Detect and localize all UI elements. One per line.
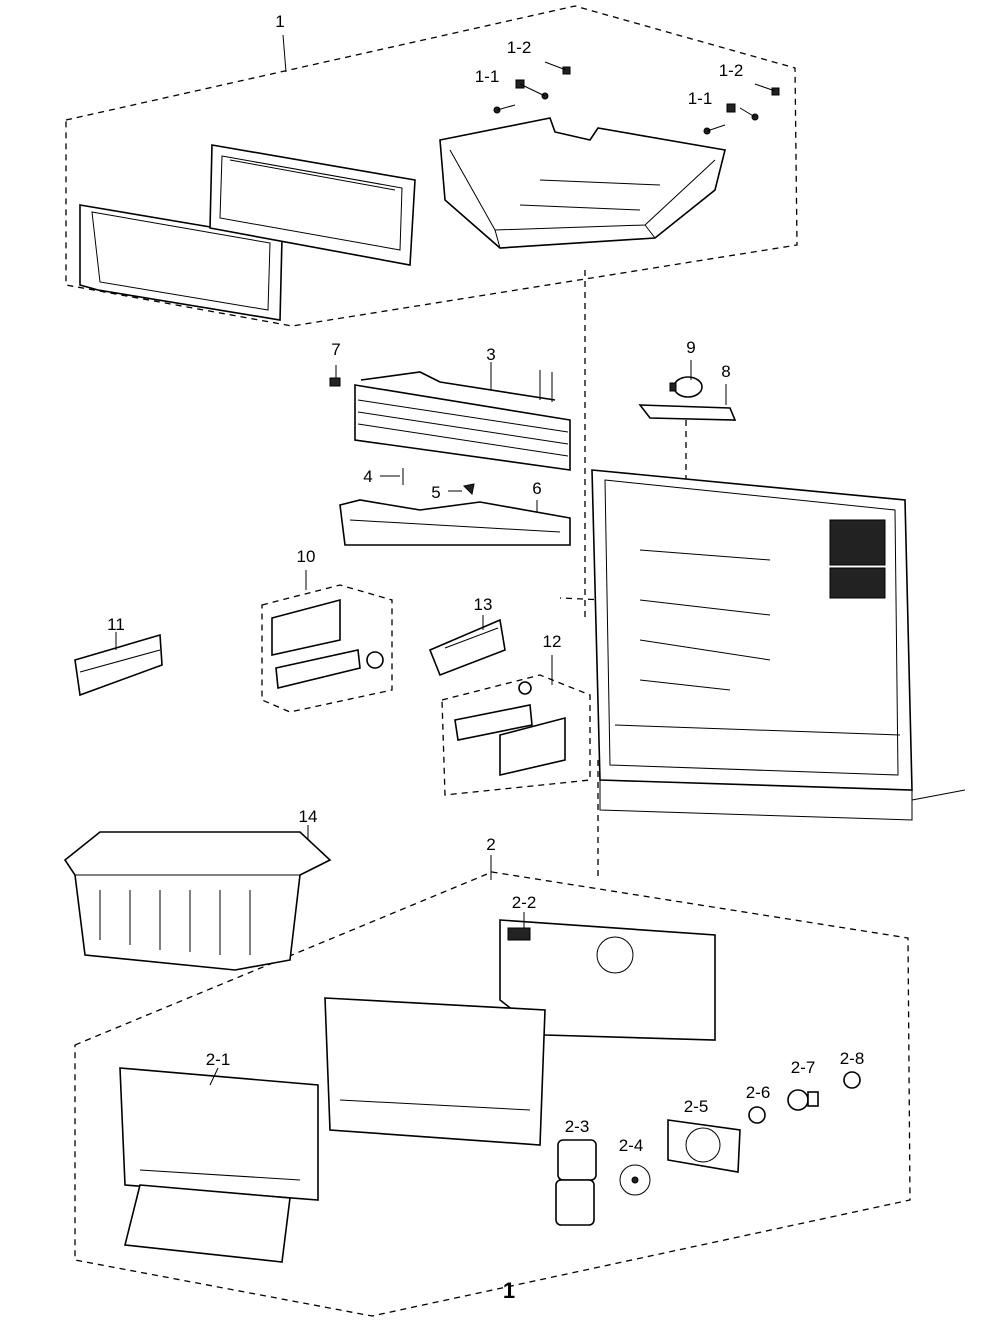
label-12: 12 [543,632,562,651]
control-part-12 [454,681,566,777]
drawer-cover-part [79,204,283,321]
evaporator-part [354,370,571,471]
label-1-top: 1 [275,12,284,31]
label-7: 7 [331,340,340,359]
dashed-connector [559,270,687,880]
fan-blade-part-2-4 [619,1164,651,1196]
label-3: 3 [486,345,495,364]
freezer-basket-part-14 [63,831,332,971]
group-10-boundary [261,584,393,713]
control-part-13 [428,618,506,677]
label-1-1-right: 1-1 [688,89,713,108]
label-9: 9 [686,338,695,357]
sensor-part-7 [329,365,341,387]
label-11: 11 [107,615,125,634]
group-1-boundary [65,5,798,327]
label-2-2: 2-2 [512,893,537,912]
label-14: 14 [299,807,318,826]
label-2-1: 2-1 [206,1050,231,1069]
leader-lines [115,34,727,1086]
damper-part-2-7 [787,1089,819,1111]
label-2-3: 2-3 [565,1117,590,1136]
motor-part-2-3 [555,1139,597,1226]
label-6: 6 [532,479,541,498]
grommet-part-2-8 [843,1071,861,1089]
drawer-rollers-part [493,61,780,135]
fan-frame-part-2-5 [667,1119,741,1173]
control-panel-part-10 [271,598,384,689]
evaporator-cover-part-6 [339,499,571,546]
label-5: 5 [431,483,440,502]
label-1-bottom: 1 [503,1278,515,1303]
label-1-2-left: 1-2 [507,38,532,57]
screw-part-5 [462,483,475,496]
label-8: 8 [721,362,730,381]
rail-part-11 [74,633,163,697]
refrigerator-cabinet [591,469,966,821]
label-2-4: 2-4 [619,1136,644,1155]
label-1-2-right: 1-2 [719,61,744,80]
label-2-7: 2-7 [791,1058,816,1077]
label-2: 2 [486,835,495,854]
fan-shroud-part-2-2 [499,919,716,1041]
label-2-5: 2-5 [684,1097,709,1116]
lamp-cover-part [638,376,737,421]
grommet-part-2-6 [748,1106,766,1124]
label-10: 10 [297,547,316,566]
group-12-boundary [441,674,591,796]
group-2-boundary [74,871,911,1317]
drawer-front-part [209,144,416,266]
label-2-6: 2-6 [746,1083,771,1102]
label-13: 13 [474,595,493,614]
vegetable-drawer-part [439,117,726,249]
label-4: 4 [363,467,372,486]
label-1-1-left: 1-1 [475,67,500,86]
evaporator-cover-part-2-1 [119,997,546,1263]
label-2-8: 2-8 [840,1049,865,1068]
